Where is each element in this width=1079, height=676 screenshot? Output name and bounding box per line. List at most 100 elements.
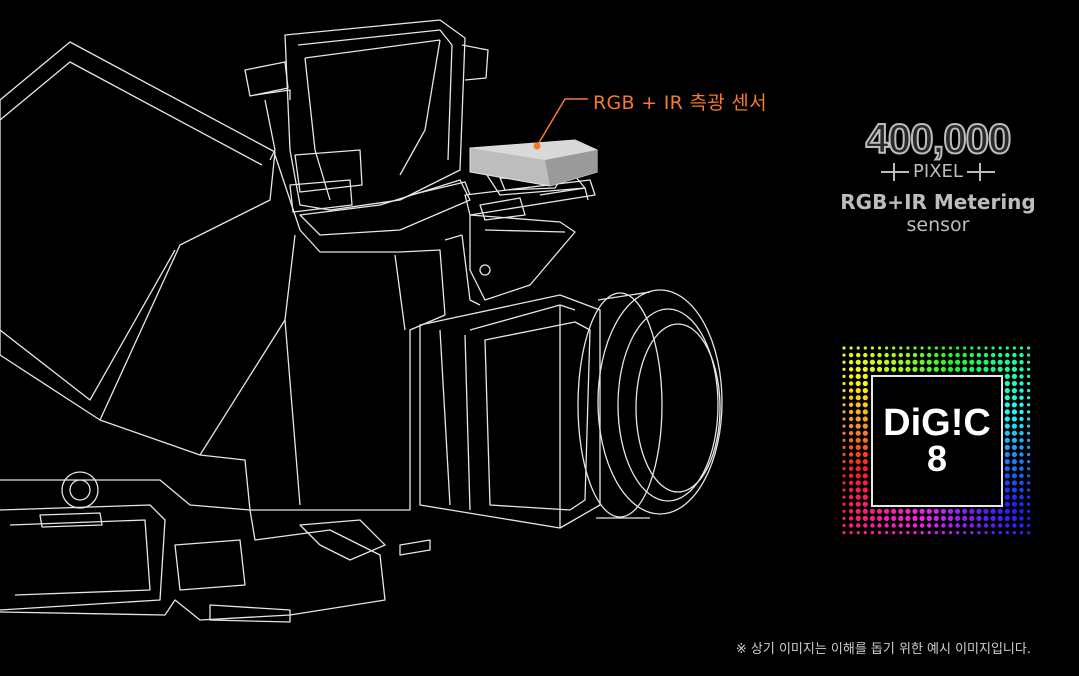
digic-frame-dot <box>884 359 890 365</box>
digic-frame-dot <box>863 523 868 528</box>
digic-frame-dot <box>912 352 918 358</box>
digic-frame-dot <box>963 346 967 350</box>
digic-frame-dot <box>1004 402 1010 408</box>
digic-frame-dot <box>940 359 946 365</box>
digic-frame-dot <box>1019 416 1024 422</box>
digic-frame-dot <box>927 346 931 350</box>
digic-frame-dot <box>848 409 854 415</box>
digic-frame-dot <box>848 352 854 358</box>
digic-frame-dot <box>1019 431 1024 436</box>
digic-frame-dot <box>862 388 868 394</box>
digic-frame-dot <box>1019 480 1024 486</box>
digic-frame-dot <box>990 515 996 521</box>
digic-frame-dot <box>1004 451 1010 458</box>
digic-frame-dot <box>990 366 996 372</box>
digic-frame-dot <box>1011 430 1017 436</box>
digic-frame-dot <box>862 473 868 479</box>
digic-frame-dot <box>862 437 868 443</box>
digic-frame-dot <box>1027 381 1031 386</box>
digic-frame-dot <box>1004 373 1010 379</box>
digic-frame-dot <box>912 523 918 528</box>
pixel-count: 400,000 <box>865 115 1013 162</box>
digic-frame-dot <box>991 346 995 350</box>
digic-frame-dot <box>905 515 911 521</box>
digic-frame-dot <box>848 502 854 507</box>
digic-frame-dot <box>862 494 868 500</box>
digic-frame-dot <box>891 523 896 528</box>
digic-frame-dot <box>955 523 960 528</box>
digic-frame-dot <box>947 515 954 521</box>
digic-frame-dot <box>884 523 889 528</box>
digic-frame-dot <box>855 409 861 415</box>
digic-frame-dot <box>848 395 854 400</box>
digic-frame-dot <box>862 359 868 365</box>
digic-frame-dot <box>842 417 846 421</box>
digic-frame-dot <box>876 366 883 372</box>
digic-name: DiG!C <box>883 402 991 444</box>
digic-frame-dot <box>848 374 854 379</box>
digic-frame-dot <box>848 431 854 436</box>
digic-frame-dot <box>1027 360 1031 364</box>
digic-frame-dot <box>997 515 1003 521</box>
digic-frame-dot <box>1019 502 1024 507</box>
digic-frame-dot <box>998 531 1002 535</box>
digic-frame-dot <box>1019 423 1024 429</box>
digic-frame-dot <box>855 366 861 372</box>
digic-frame-dot <box>842 481 846 485</box>
digic-frame-dot <box>885 346 889 350</box>
digic-frame-dot <box>862 402 868 408</box>
digic-frame-dot <box>941 346 945 350</box>
digic-frame-dot <box>998 352 1003 358</box>
digic-frame-dot <box>984 346 988 350</box>
digic-frame-dot <box>1019 487 1024 493</box>
digic-frame-dot <box>1005 523 1010 528</box>
digic-frame-dot <box>884 515 890 521</box>
digic-frame-dot <box>855 373 861 379</box>
digic-frame-dot <box>1019 466 1024 471</box>
digic-frame-dot <box>848 360 854 365</box>
digic-frame-dot <box>941 352 946 358</box>
digic-frame-dot <box>905 366 911 372</box>
digic-frame-dot <box>842 516 846 520</box>
digic-frame-dot <box>870 523 875 528</box>
digic-frame-dot <box>1027 488 1031 492</box>
digic-frame-dot <box>842 488 846 492</box>
digic-frame-dot <box>862 444 868 450</box>
digic-frame-dot <box>1004 416 1010 422</box>
digic-frame-dot <box>969 366 975 372</box>
digic-frame-dot <box>1019 367 1024 372</box>
digic-frame-dot <box>906 346 910 350</box>
digic-frame-dot <box>855 473 861 479</box>
digic-frame-dot <box>1019 438 1024 443</box>
digic-frame-dot <box>1011 373 1017 379</box>
digic-frame-dot <box>919 515 925 521</box>
digic-frame-dot <box>898 359 904 365</box>
digic-frame-dot <box>998 523 1003 528</box>
digic-frame-dot <box>962 352 967 358</box>
digic-frame-dot <box>926 508 932 514</box>
digic-frame-dot <box>1004 459 1010 465</box>
digic-frame-dot <box>956 346 960 350</box>
digic-frame-dot <box>1011 487 1017 493</box>
digic-frame-dot <box>1027 374 1031 378</box>
digic-frame-dot <box>855 515 861 521</box>
digic-frame-dot <box>1004 487 1010 493</box>
digic-frame-dot <box>1011 380 1017 387</box>
digic-frame-dot <box>998 346 1002 350</box>
digic-frame-dot <box>899 346 903 350</box>
digic-frame-dot <box>920 531 924 535</box>
digic-frame-dot <box>855 480 861 486</box>
digic-frame-dot <box>877 346 882 350</box>
digic-frame-dot <box>876 515 883 521</box>
digic-frame-dot <box>969 508 975 514</box>
digic-frame-dot <box>898 523 903 528</box>
digic-frame-dot <box>933 366 939 372</box>
digic-frame-dot <box>1011 409 1017 415</box>
digic-frame-dot <box>862 501 868 507</box>
digic-frame-dot <box>919 523 925 528</box>
digic-frame-dot <box>1011 416 1017 422</box>
digic-frame-dot <box>1027 396 1031 400</box>
digic-frame-dot <box>969 352 974 358</box>
digic-frame-dot <box>862 366 868 372</box>
digic-frame-dot <box>898 366 904 372</box>
